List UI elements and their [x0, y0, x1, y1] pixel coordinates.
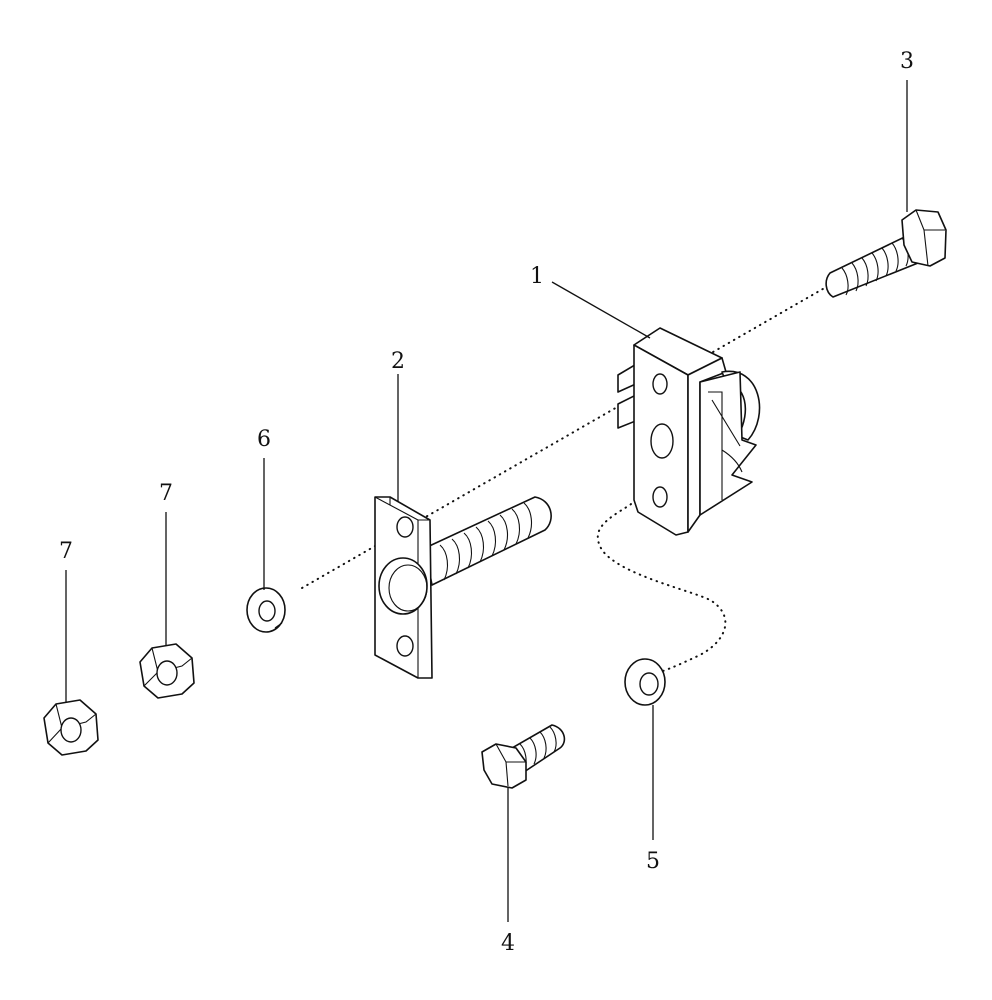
part-4-hex-bolt — [481, 724, 566, 789]
callout-3: 3 — [900, 49, 914, 212]
callout-4: 4 — [501, 788, 515, 956]
callout-label: 1 — [530, 264, 544, 289]
callout-7-upper: 7 — [159, 481, 173, 646]
callout-6: 6 — [257, 427, 271, 590]
callout-label: 7 — [59, 539, 73, 564]
callout-label: 3 — [900, 49, 914, 74]
callout-label: 5 — [646, 849, 660, 874]
part-7-nut-upper — [139, 643, 195, 699]
part-1-bracket — [617, 327, 761, 536]
callout-label: 4 — [501, 931, 515, 956]
part-2-plate-stud — [374, 496, 552, 679]
part-3-hex-bolt — [825, 209, 947, 298]
part-7-nut-lower — [43, 699, 99, 756]
callout-7-lower: 7 — [59, 539, 73, 702]
part-5-flat-washer — [624, 658, 666, 706]
leader-line — [551, 281, 651, 339]
callout-label: 2 — [391, 349, 405, 374]
callout-1: 1 — [530, 264, 651, 339]
callout-2: 2 — [391, 349, 405, 502]
callout-label: 6 — [257, 427, 271, 452]
callout-label: 7 — [159, 481, 173, 506]
part-6-lock-washer — [246, 587, 286, 633]
callout-5: 5 — [646, 705, 660, 874]
